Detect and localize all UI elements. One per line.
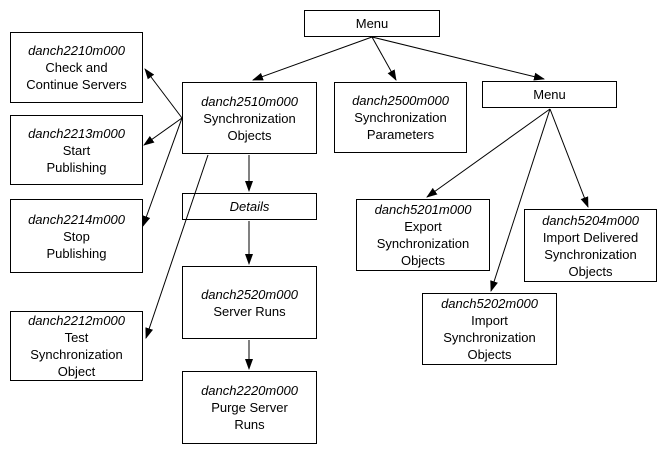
node-text-label: Objects	[467, 347, 512, 362]
node-text-label: Synchronization	[443, 330, 536, 345]
node-code-label: danch2510m000	[201, 93, 298, 109]
node-text-label: Publishing	[46, 159, 107, 175]
edge-danch2510m000-to-danch2214m000	[142, 117, 183, 227]
node-details: Details	[182, 193, 317, 220]
edge-danch2510m000-to-danch2213m000	[143, 117, 183, 146]
node-menu-top: Menu	[304, 10, 440, 37]
node-code-label: danch2213m000	[28, 125, 125, 141]
node-text-label: Purge Server	[211, 400, 288, 415]
node-text-label: Start	[62, 142, 91, 158]
node-text-label: Runs	[234, 417, 265, 432]
node-text-label: Objects	[227, 127, 272, 143]
node-text-label: Server Runs	[213, 303, 286, 319]
node-text-label: Menu	[533, 87, 566, 102]
node-text-label: Synchronization	[30, 347, 123, 362]
node-code-label: danch5202m000	[441, 296, 538, 311]
node-code-label: danch2500m000	[352, 93, 449, 108]
node-text-label: Stop	[63, 228, 90, 244]
node-text-label: Object	[57, 364, 96, 379]
edge-danch2510m000-to-danch2210m000	[144, 68, 183, 119]
node-text-label: Import Delivered	[542, 229, 639, 245]
node-text-label: Synchronization	[354, 110, 447, 125]
node-code-label: danch2212m000	[28, 313, 125, 328]
node-text-label: Synchronization	[376, 236, 470, 251]
edge-menu-right-to-danch5204m000	[549, 108, 589, 208]
node-text-label: Synchronization	[203, 110, 296, 126]
edge-menu-top-to-menu-right	[371, 36, 545, 81]
edge-menu-top-to-danch2510m000	[252, 36, 373, 81]
node-code-label: danch2214m000	[28, 211, 125, 227]
node-menu-right: Menu	[482, 81, 617, 108]
node-code-label: danch5201m000	[374, 202, 472, 217]
node-text-label: Test	[64, 330, 89, 345]
node-text-label: Objects	[568, 263, 613, 279]
node-code-label: danch2520m000	[201, 286, 298, 302]
node-code-label: Details	[229, 199, 270, 214]
node-code-label: danch5204m000	[542, 212, 639, 228]
node-text-label: Synchronization	[544, 246, 637, 262]
node-text-label: Menu	[355, 16, 389, 31]
node-code-label: danch2210m000	[28, 43, 125, 58]
node-text-label: Publishing	[46, 245, 107, 261]
node-text-label: Export	[404, 219, 442, 234]
node-text-label: Objects	[400, 253, 446, 268]
node-text-label: Check and	[45, 60, 108, 75]
node-text-label: Import	[471, 313, 508, 328]
node-code-label: danch2220m000	[201, 383, 298, 398]
edge-menu-top-to-danch2500m000	[371, 36, 397, 81]
node-text-label: Continue Servers	[26, 77, 127, 92]
node-text-label: Parameters	[366, 127, 435, 142]
